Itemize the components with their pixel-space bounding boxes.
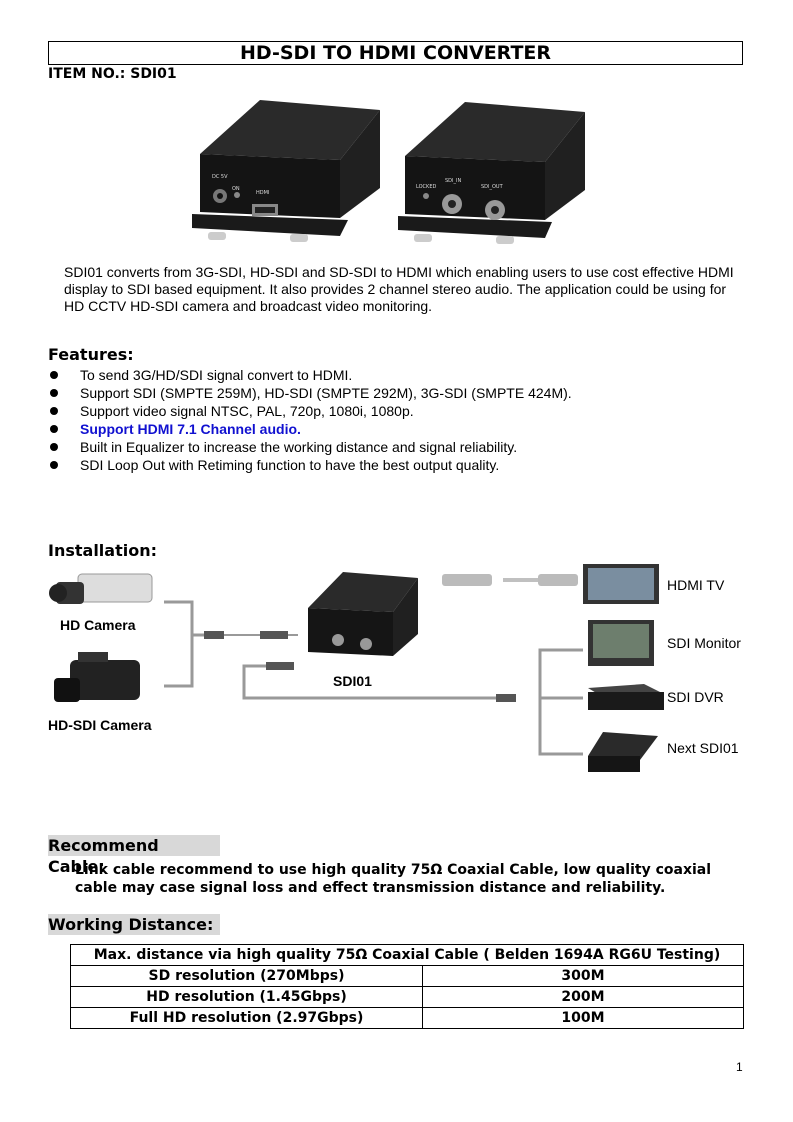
resolution-cell: Full HD resolution (2.97Gbps) bbox=[70, 1007, 423, 1029]
locked-label: LOCKED bbox=[416, 184, 436, 190]
distance-cell: 200M bbox=[422, 986, 744, 1008]
sdi-in-label: SDI_IN bbox=[445, 178, 461, 184]
hdsdi-camera-icon bbox=[54, 652, 140, 702]
page-title: HD-SDI TO HDMI CONVERTER bbox=[48, 41, 743, 65]
table-row: Full HD resolution (2.97Gbps) 100M bbox=[70, 1007, 744, 1029]
bullet-icon bbox=[50, 443, 58, 451]
feature-item: Built in Equalizer to increase the worki… bbox=[48, 438, 572, 456]
installation-diagram bbox=[49, 564, 664, 772]
recommend-cable-heading: Recommend Cable: bbox=[48, 835, 220, 876]
table-row: HD resolution (1.45Gbps) 200M bbox=[70, 986, 744, 1008]
working-distance-heading: Working Distance: bbox=[48, 914, 220, 935]
features-heading: Features: bbox=[48, 345, 134, 364]
hdmi-plug-icon bbox=[538, 574, 578, 586]
sdi-monitor-icon bbox=[588, 620, 654, 666]
working-distance-table: Max. distance via high quality 75Ω Coaxi… bbox=[70, 944, 744, 1029]
bullet-icon bbox=[50, 407, 58, 415]
features-list: To send 3G/HD/SDI signal convert to HDMI… bbox=[48, 366, 572, 474]
feature-item: Support SDI (SMPTE 259M), HD-SDI (SMPTE … bbox=[48, 384, 572, 402]
bullet-icon bbox=[50, 389, 58, 397]
table-row: SD resolution (270Mbps) 300M bbox=[70, 965, 744, 987]
item-number: ITEM NO.: SDI01 bbox=[48, 66, 177, 82]
bullet-icon bbox=[50, 371, 58, 379]
next-sdi01-icon bbox=[588, 732, 658, 772]
hdmi-tv-icon bbox=[583, 564, 659, 604]
sdi-monitor-label: SDI Monitor bbox=[667, 635, 741, 651]
installation-heading: Installation: bbox=[48, 541, 157, 560]
hd-camera-icon bbox=[49, 573, 153, 604]
table-header-row: Max. distance via high quality 75Ω Coaxi… bbox=[70, 944, 744, 966]
feature-item: Support video signal NTSC, PAL, 720p, 10… bbox=[48, 402, 572, 420]
feature-item-highlight: Support HDMI 7.1 Channel audio. bbox=[48, 420, 572, 438]
converter-back-image: LOCKED SDI_IN SDI_OUT bbox=[398, 102, 585, 244]
converter-front-image: DC 5V ON HDMI bbox=[192, 100, 380, 242]
sdi-dvr-icon bbox=[588, 684, 664, 710]
hd-camera-label: HD Camera bbox=[60, 617, 136, 633]
resolution-cell: SD resolution (270Mbps) bbox=[70, 965, 423, 987]
feature-item: SDI Loop Out with Retiming function to h… bbox=[48, 456, 572, 474]
bnc-connectors bbox=[204, 631, 516, 702]
hdmi-label: HDMI bbox=[256, 190, 269, 196]
bullet-icon bbox=[50, 461, 58, 469]
product-photo: DC 5V ON HDMI LOCKED SDI_IN SDI_OUT bbox=[192, 100, 585, 244]
hdsdi-camera-label: HD-SDI Camera bbox=[48, 717, 152, 733]
sdi-dvr-label: SDI DVR bbox=[667, 689, 724, 705]
sdi-out-label: SDI_OUT bbox=[481, 184, 504, 190]
recommend-cable-text: Link cable recommend to use high quality… bbox=[75, 862, 712, 896]
distance-cell: 100M bbox=[422, 1007, 744, 1029]
hdmi-tv-label: HDMI TV bbox=[667, 577, 725, 593]
hdmi-plug-icon bbox=[442, 574, 492, 586]
intro-paragraph: SDI01 converts from 3G-SDI, HD-SDI and S… bbox=[64, 264, 734, 314]
next-sdi01-label: Next SDI01 bbox=[667, 740, 739, 756]
resolution-cell: HD resolution (1.45Gbps) bbox=[70, 986, 423, 1008]
feature-item: To send 3G/HD/SDI signal convert to HDMI… bbox=[48, 366, 572, 384]
distance-cell: 300M bbox=[422, 965, 744, 987]
on-label: ON bbox=[232, 186, 240, 192]
dc-label: DC 5V bbox=[212, 174, 228, 180]
sdi01-device-icon bbox=[308, 572, 418, 656]
page-number: 1 bbox=[736, 1060, 743, 1074]
sdi01-label: SDI01 bbox=[333, 673, 372, 689]
bullet-icon bbox=[50, 425, 58, 433]
table-header: Max. distance via high quality 75Ω Coaxi… bbox=[70, 944, 744, 966]
